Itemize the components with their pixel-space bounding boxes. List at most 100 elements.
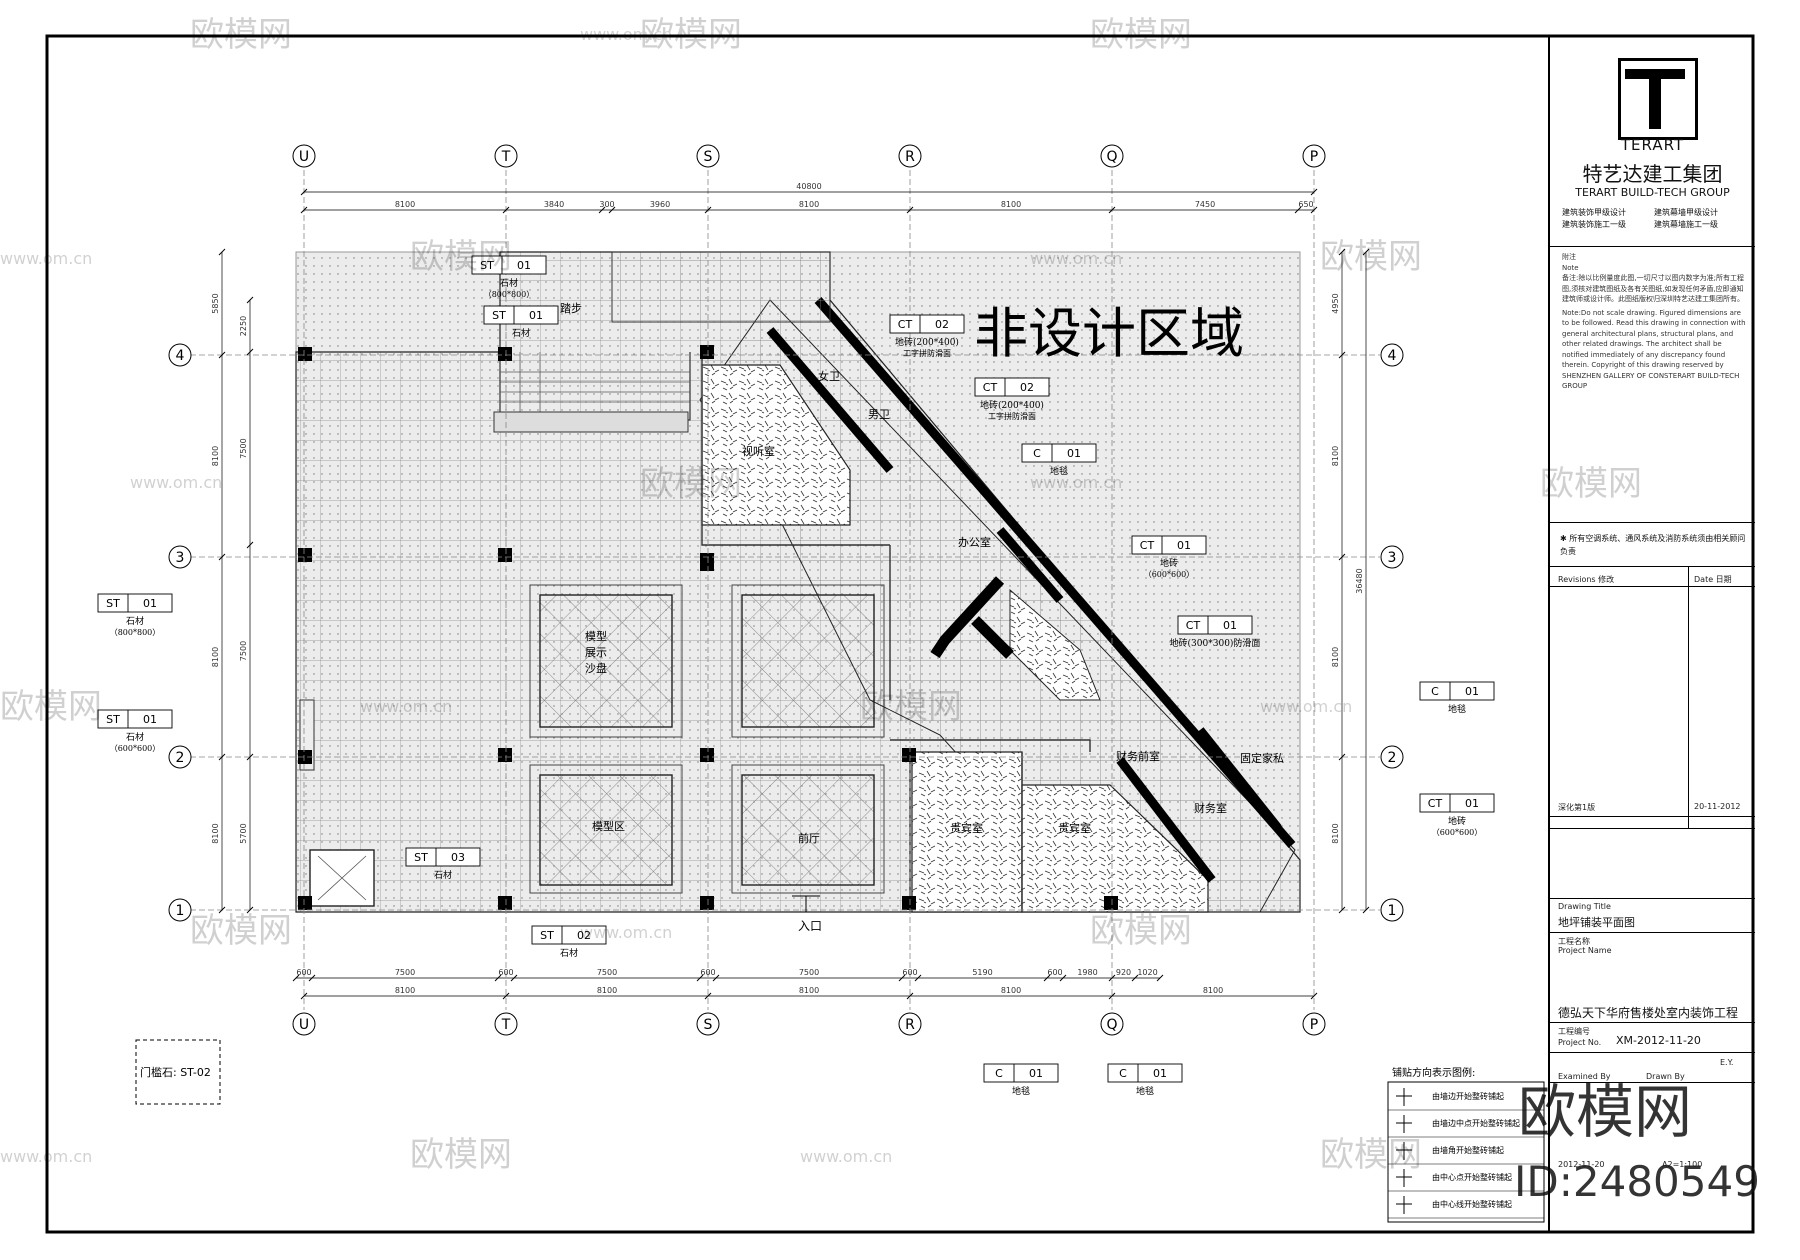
axis-marker-4: 4 xyxy=(1380,343,1404,367)
scale-value: A2=1:100 xyxy=(1662,1160,1703,1169)
room-label-finance-room: 财务室 xyxy=(1194,801,1227,815)
svg-text:S: S xyxy=(704,149,713,165)
axis-marker-3: 3 xyxy=(1380,545,1404,569)
svg-text:U: U xyxy=(299,1017,309,1033)
tag-code: CT xyxy=(1140,539,1155,552)
dimension-label: 600 xyxy=(1047,968,1062,977)
axis-marker-Q: Q xyxy=(1100,1012,1124,1036)
dimension-label: 920 xyxy=(1116,968,1131,977)
tag-code: CT xyxy=(983,381,998,394)
legend-title: 铺贴方向表示图例: xyxy=(1392,1066,1475,1079)
dimension-label: 600 xyxy=(902,968,917,977)
svg-text:2: 2 xyxy=(176,750,185,766)
terart-logo xyxy=(1618,58,1698,140)
stair-landing xyxy=(493,411,689,433)
dimension-label: 7500 xyxy=(239,641,248,661)
dimension-label: 8100 xyxy=(799,986,819,995)
dimension-label: 8100 xyxy=(1001,200,1021,209)
tag-desc: 石材 xyxy=(512,327,530,339)
axis-marker-P: P xyxy=(1302,1012,1326,1036)
date-value: 2012-11-20 xyxy=(1558,1160,1605,1169)
wm-brand-2: 欧模网 xyxy=(640,15,742,55)
dimension-label: 8100 xyxy=(1331,823,1340,843)
diagonal-inner-wall-3 xyxy=(1196,727,1282,831)
qualification: 建筑装饰施工一级 xyxy=(1562,220,1626,229)
axis-marker-P: P xyxy=(1302,144,1326,168)
legend-label: 由墙边中点开始整砖铺起 xyxy=(1432,1118,1520,1128)
drawn-label: Drawn By xyxy=(1646,1072,1685,1081)
legend-item: 由中心线开始整砖铺起 xyxy=(1388,1196,1544,1219)
dimension-label: 8100 xyxy=(395,986,415,995)
drawn-value: E.Y. xyxy=(1720,1058,1734,1067)
dimension-label: 8100 xyxy=(597,986,617,995)
revision-entry: 深化第1版 xyxy=(1558,803,1596,812)
legend-item: 由墙边开始整砖铺起 xyxy=(1388,1088,1544,1111)
sheet-outer-border xyxy=(45,34,1755,1234)
project-label: 工程名称 xyxy=(1558,937,1590,946)
brand-name: TERART xyxy=(1620,136,1685,154)
wm-site-9: www.om.cn xyxy=(1030,249,1122,268)
wm-site-5: www.om.cn xyxy=(580,923,672,942)
tag-code: ST xyxy=(106,597,120,610)
zone-hall xyxy=(741,774,875,886)
dimension-label: 5850 xyxy=(211,293,220,313)
svg-text:Q: Q xyxy=(1106,1017,1117,1033)
axis-lines xyxy=(190,170,1380,1010)
tag-desc: 石材 xyxy=(126,731,144,743)
wm-site-3: www.om.cn xyxy=(360,697,452,716)
tag-number: 01 xyxy=(1177,539,1191,552)
axis-marker-2: 2 xyxy=(1380,745,1404,769)
tag-desc: 地砖 xyxy=(1160,557,1178,569)
cross-wall-2 xyxy=(971,616,1014,659)
dimension-label: 7450 xyxy=(1195,200,1215,209)
axis-marker-T: T xyxy=(494,1012,518,1036)
project-sub: Project Name xyxy=(1558,946,1612,955)
diagonal-wall xyxy=(814,297,1296,848)
tag-code: C xyxy=(1033,447,1041,460)
svg-text:R: R xyxy=(905,149,915,165)
project-name: 德弘天下华府售楼处室内装饰工程 xyxy=(1558,1006,1739,1020)
room-label-vip-room-1: 贵宾室 xyxy=(950,821,983,835)
drawing-title-label: Drawing Title xyxy=(1558,902,1611,911)
dimension-label: 1020 xyxy=(1137,968,1157,977)
svg-text:2: 2 xyxy=(1388,750,1397,766)
stair-treads xyxy=(500,352,690,420)
svg-text:P: P xyxy=(1310,1017,1318,1033)
dimension-label: 7500 xyxy=(799,968,819,977)
paving-legend: 铺贴方向表示图例: 由墙边开始整砖铺起由墙边中点开始整砖铺起由墙角开始整砖铺起由… xyxy=(1387,1066,1545,1223)
date-label: Date 日期 xyxy=(1694,575,1732,584)
tag-sub: （600*600） xyxy=(110,744,161,753)
dimension-label: 8100 xyxy=(1331,446,1340,466)
svg-text:R: R xyxy=(905,1017,915,1033)
wm-brand-large: 欧模网 xyxy=(1518,1078,1692,1146)
tag-number: 01 xyxy=(1067,447,1081,460)
tag-sub: （800*800） xyxy=(110,628,161,637)
wm-site-8: www.om.cn xyxy=(580,25,672,44)
room-label-finance-anteroom: 财务前室 xyxy=(1116,749,1160,763)
axis-marker-S: S xyxy=(696,1012,720,1036)
revisions-label: Revisions 修改 xyxy=(1558,575,1615,584)
partition-lines xyxy=(701,345,1091,912)
dimension-label: 36480 xyxy=(1355,568,1364,593)
dimension-label: 8100 xyxy=(799,200,819,209)
wm-brand-10: 欧模网 xyxy=(190,911,292,951)
zone-model-sand-outer xyxy=(529,584,683,738)
room-label-stair: 踏步 xyxy=(560,301,582,315)
svg-text:3: 3 xyxy=(176,550,185,566)
dimension-label: 600 xyxy=(700,968,715,977)
wm-brand-11: 欧模网 xyxy=(1090,911,1192,951)
room-label-model-sand: 沙盘 xyxy=(585,661,607,675)
dimension-label: 7500 xyxy=(597,968,617,977)
legend-label: 由中心线开始整砖铺起 xyxy=(1432,1199,1512,1209)
room-label-model-sand: 展示 xyxy=(585,646,607,659)
legend-label: 由墙角开始整砖铺起 xyxy=(1432,1145,1504,1155)
svg-text:4: 4 xyxy=(176,348,185,364)
dimension-label: 5700 xyxy=(239,823,248,843)
dimension-label: 40800 xyxy=(796,182,821,191)
qualification: 建筑幕墙甲级设计 xyxy=(1654,208,1718,217)
